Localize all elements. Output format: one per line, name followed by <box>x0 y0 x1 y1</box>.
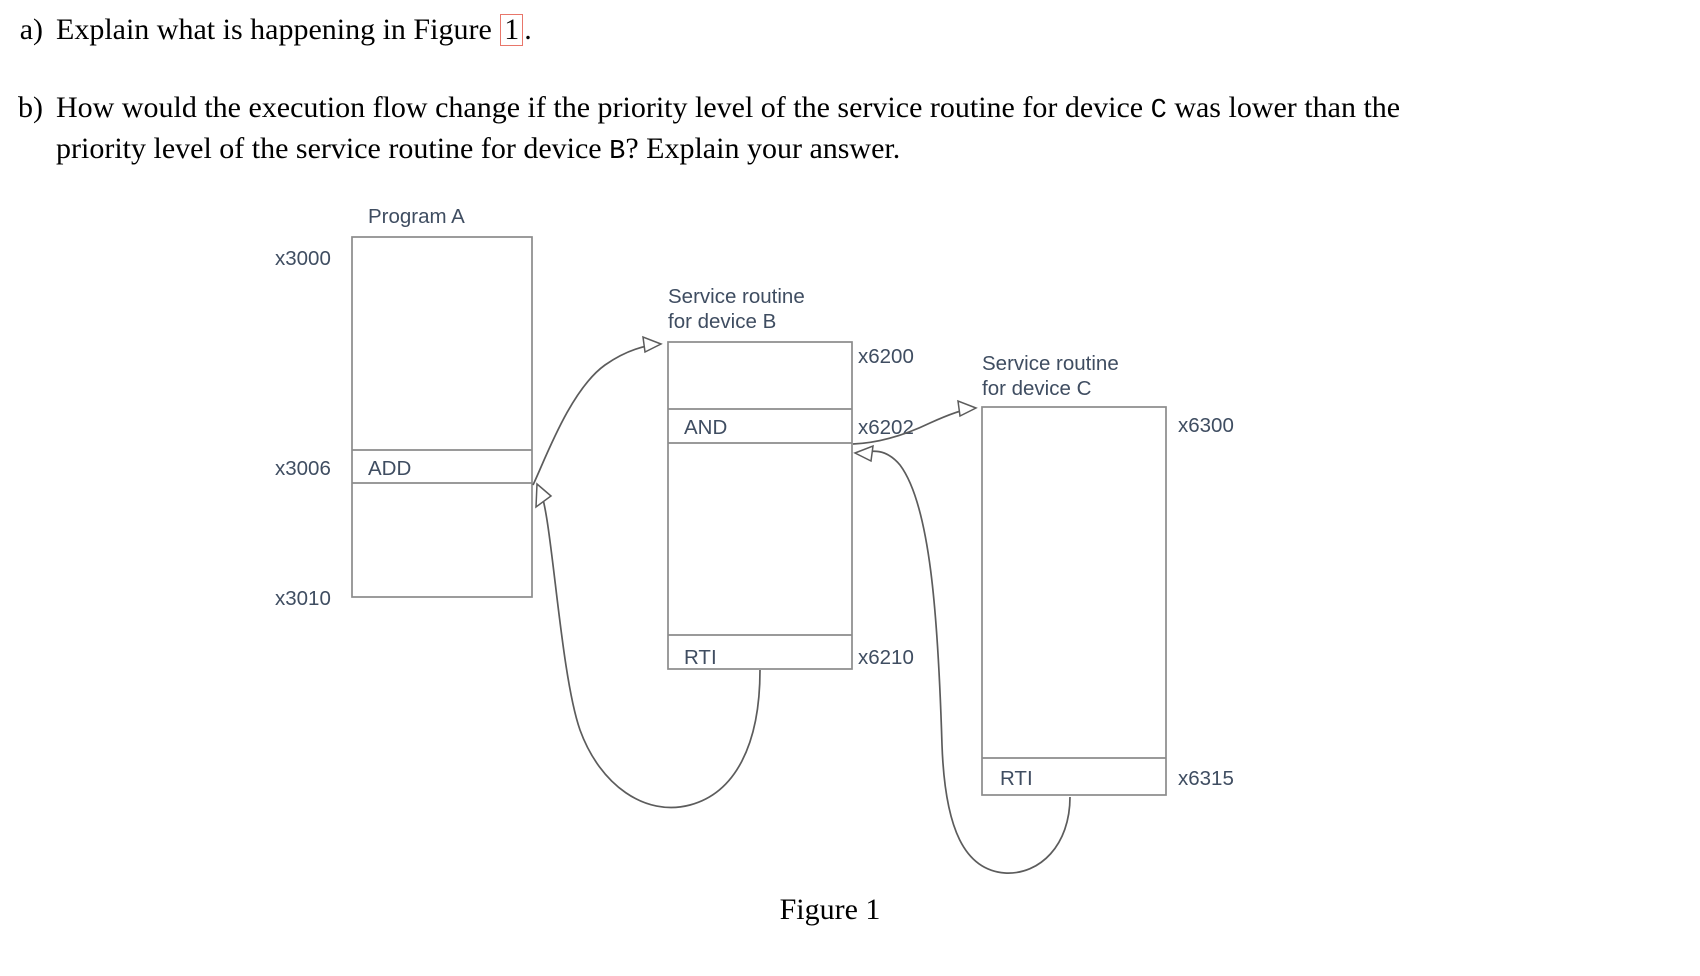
arrow-device-b-rti-to-program-a <box>539 489 761 809</box>
arrow-device-c-rti-to-device-b-head <box>853 444 874 463</box>
arrow-device-c-rti-to-device-b <box>859 450 1071 874</box>
question-b-segment-3: ? Explain your answer. <box>625 132 901 166</box>
arrow-program-a-to-device-b <box>532 343 661 486</box>
device-b-code: B <box>609 137 626 168</box>
service-routine-c-title-line2: for device C <box>982 377 1092 400</box>
question-a-lead: Explain what is happening in Figure <box>56 13 500 46</box>
question-a-text: Explain what is happening in Figure 1. <box>56 10 532 50</box>
service-routine-c-box <box>981 406 1167 796</box>
address-x6300: x6300 <box>1178 414 1234 437</box>
question-b-segment-2: was lower than the priority level of the… <box>56 90 1401 166</box>
question-a-tail: . <box>524 13 532 46</box>
question-b-text: How would the execution flow change if t… <box>56 88 1486 171</box>
question-a-marker: a) <box>19 13 43 46</box>
program-a-title: Program A <box>368 205 465 228</box>
service-routine-b-title-line2: for device B <box>668 310 776 333</box>
address-x3010: x3010 <box>275 587 331 610</box>
question-a: a) Explain what is happening in Figure 1… <box>0 10 1700 50</box>
diagram-svg: Program A x3000 x3006 x3010 ADD Service … <box>275 205 1234 874</box>
question-b: b) How would the execution flow change i… <box>0 88 1700 171</box>
device-c-code: C <box>1150 95 1167 126</box>
question-b-marker: b) <box>18 90 43 124</box>
question-list: a) Explain what is happening in Figure 1… <box>0 0 1700 171</box>
address-x6200: x6200 <box>858 345 914 368</box>
program-a-box <box>351 236 533 598</box>
address-x6315: x6315 <box>1178 767 1234 790</box>
question-b-segment-1: How would the execution flow change if t… <box>56 90 1151 124</box>
address-x6210: x6210 <box>858 646 914 669</box>
arrow-device-b-rti-to-program-a-head <box>535 482 553 509</box>
service-routine-b-box <box>667 341 853 670</box>
service-routine-c-title-line1: Service routine <box>982 352 1119 375</box>
figure-caption-wrapper: Figure 1 <box>0 893 1700 927</box>
arrow-device-b-to-device-c-head <box>957 399 978 418</box>
instruction-add: ADD <box>368 457 411 480</box>
instruction-and: AND <box>684 416 727 439</box>
figure-1-diagram: Program A x3000 x3006 x3010 ADD Service … <box>0 185 1700 885</box>
instruction-rti-c: RTI <box>1000 767 1033 790</box>
instruction-rti-b: RTI <box>684 646 717 669</box>
address-x3000: x3000 <box>275 247 331 270</box>
arrow-program-a-to-device-b-head <box>642 335 663 354</box>
service-routine-b-title-line1: Service routine <box>668 285 805 308</box>
figure-caption: Figure 1 <box>779 893 881 926</box>
address-x3006: x3006 <box>275 457 331 480</box>
address-x6202: x6202 <box>858 416 914 439</box>
figure-reference-link[interactable]: 1 <box>500 14 524 46</box>
